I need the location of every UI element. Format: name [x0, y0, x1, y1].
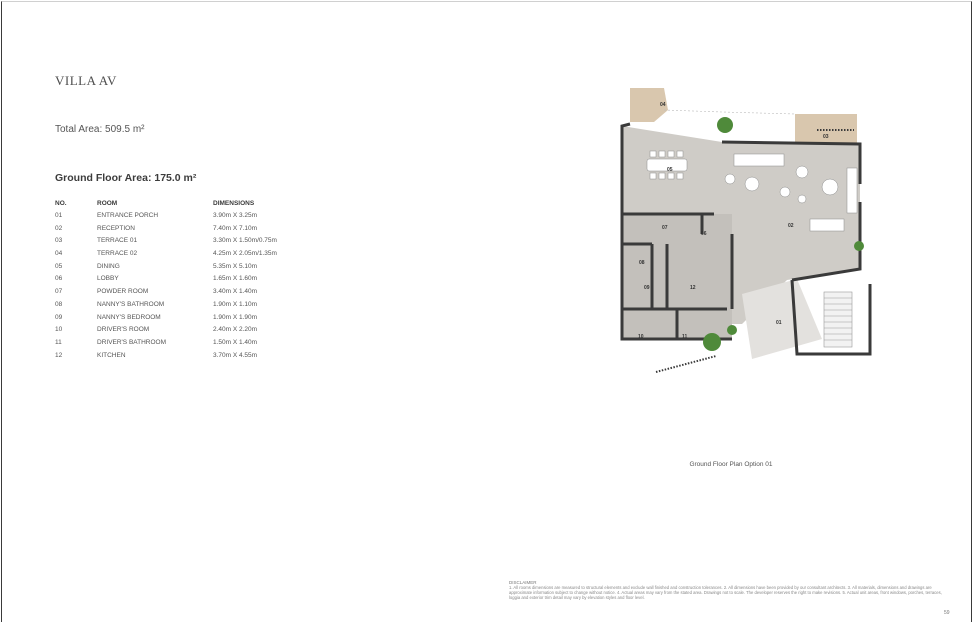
trees	[703, 117, 864, 351]
room-dimensions: 2.40m X 2.20m	[213, 326, 258, 334]
stairs	[823, 291, 853, 348]
room-dimensions: 4.25m X 2.05m/1.35m	[213, 250, 277, 258]
page-title: VILLA AV	[55, 73, 117, 88]
page-number: 59	[944, 610, 950, 616]
plan-label-02: 02	[788, 223, 794, 229]
room-no: 01	[55, 212, 63, 219]
plan-label-07: 07	[662, 225, 668, 231]
room-table: NO. ROOM DIMENSIONS 01 ENTRANCE PORCH 3.90…	[55, 200, 303, 364]
ground-floor-plan: 04 03 05 02 07 06 08 09 12 01 10 11	[620, 88, 872, 373]
room-no: 08	[55, 300, 63, 308]
table-row: 08 NANNY'S BATHROOM 1.90m X 1.10m	[55, 301, 303, 314]
plan-label-05: 05	[667, 167, 673, 173]
plan-label-11: 11	[682, 334, 688, 340]
table-header-row: NO. ROOM DIMENSIONS	[55, 200, 303, 212]
room-dimensions: 1.65m X 1.60m	[213, 275, 258, 283]
plan-label-04: 04	[660, 102, 666, 108]
room-name: TERRACE 02	[97, 250, 138, 258]
sofas	[724, 153, 858, 232]
plan-label-09: 09	[644, 285, 650, 291]
room-dimensions: 7.40m X 7.10m	[213, 224, 258, 232]
room-name: KITCHEN	[97, 351, 126, 359]
room-no: 05	[55, 262, 63, 270]
room-dimensions: 5.35m X 5.10m	[213, 262, 258, 270]
table-row: 12 KITCHEN 3.70m X 4.55m	[55, 352, 303, 365]
disclaimer: DISCLAIMER 1. All rooms dimensions are m…	[509, 580, 949, 600]
room-name: DRIVER'S BATHROOM	[97, 338, 167, 346]
plan-label-03: 03	[823, 134, 829, 140]
room-name: LOBBY	[97, 275, 119, 283]
plan-caption: Ground Floor Plan Option 01	[689, 461, 773, 468]
room-no: 10	[55, 326, 63, 334]
room-name: NANNY'S BATHROOM	[97, 300, 165, 308]
plan-label-01: 01	[776, 320, 782, 326]
room-name: NANNY'S BEDROOM	[97, 313, 161, 321]
table-row: 07 POWDER ROOM 3.40m X 1.40m	[55, 288, 303, 301]
room-dimensions: 1.50m X 1.40m	[213, 338, 258, 346]
room-dimensions: 3.40m X 1.40m	[213, 288, 258, 296]
header-room: ROOM	[97, 200, 118, 207]
room-no: 07	[55, 288, 63, 296]
room-name: POWDER ROOM	[97, 288, 149, 296]
table-row: 04 TERRACE 02 4.25m X 2.05m/1.35m	[55, 250, 303, 263]
table-row: 05 DINING 5.35m X 5.10m	[55, 263, 303, 276]
room-dimensions: 3.70m X 4.55m	[213, 351, 258, 359]
plan-label-08: 08	[639, 260, 645, 266]
room-name: ENTRANCE PORCH	[97, 212, 159, 219]
room-no: 09	[55, 313, 63, 321]
walls	[620, 122, 872, 356]
total-area: Total Area: 509.5 m²	[55, 124, 145, 135]
room-name: DRIVER'S ROOM	[97, 326, 150, 334]
table-row: 10 DRIVER'S ROOM 2.40m X 2.20m	[55, 326, 303, 339]
plan-label-12: 12	[690, 285, 696, 291]
table-row: 06 LOBBY 1.65m X 1.60m	[55, 275, 303, 288]
room-name: RECEPTION	[97, 224, 135, 232]
table-row: 11 DRIVER'S BATHROOM 1.50m X 1.40m	[55, 339, 303, 352]
room-dimensions: 1.90m X 1.90m	[213, 313, 258, 321]
room-no: 12	[55, 351, 63, 359]
room-no: 11	[55, 338, 62, 346]
header-dimensions: DIMENSIONS	[213, 200, 255, 207]
table-row: 02 RECEPTION 7.40m X 7.10m	[55, 225, 303, 238]
dining-table	[646, 150, 688, 180]
disclaimer-heading: DISCLAIMER	[509, 580, 537, 585]
room-dimensions: 3.90m X 3.25m	[213, 212, 258, 219]
terrace-outline	[663, 109, 796, 115]
room-name: DINING	[97, 262, 120, 270]
room-no: 06	[55, 275, 63, 283]
planter-strips	[655, 129, 854, 373]
plan-label-06: 06	[701, 231, 707, 237]
ground-floor-area: Ground Floor Area: 175.0 m²	[55, 172, 197, 184]
disclaimer-text: 1. All rooms dimensions are measured to …	[509, 585, 942, 600]
room-dimensions: 1.90m X 1.10m	[213, 300, 258, 308]
table-row: 09 NANNY'S BEDROOM 1.90m X 1.90m	[55, 314, 303, 327]
terrace-02	[630, 88, 668, 122]
room-no: 03	[55, 237, 63, 245]
room-dimensions: 3.30m X 1.50m/0.75m	[213, 237, 277, 245]
header-no: NO.	[55, 200, 67, 207]
table-row: 03 TERRACE 01 3.30m X 1.50m/0.75m	[55, 237, 303, 250]
room-name: TERRACE 01	[97, 237, 138, 245]
room-no: 04	[55, 250, 63, 258]
table-row: 01 ENTRANCE PORCH 3.90m X 3.25m	[55, 212, 303, 225]
plan-label-10: 10	[638, 334, 644, 340]
room-no: 02	[55, 224, 63, 232]
entrance-porch-floor	[742, 279, 822, 359]
